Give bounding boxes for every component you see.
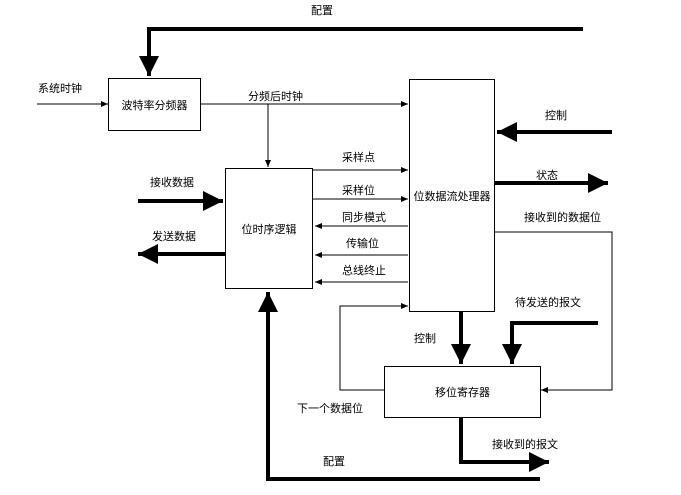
received-data-bit-label: 接收到的数据位 bbox=[524, 211, 601, 224]
status-out-label: 状态 bbox=[536, 169, 558, 182]
transmit-bit-label: 传输位 bbox=[346, 237, 379, 250]
config-bottom-label: 配置 bbox=[323, 455, 345, 468]
divided-clock-label: 分频后时钟 bbox=[248, 90, 303, 103]
sample-bit-label: 采样位 bbox=[342, 184, 375, 197]
sync-mode-label: 同步模式 bbox=[342, 211, 386, 224]
config-bottom-arrow bbox=[258, 292, 540, 481]
pending-message-label: 待发送的报文 bbox=[515, 296, 581, 309]
bitstream-processor-block: 位数据流处理器 bbox=[409, 79, 495, 312]
shift-register-block: 移位寄存器 bbox=[384, 366, 541, 418]
bit-timing-block: 位时序逻辑 bbox=[225, 168, 313, 289]
shift-register-label: 移位寄存器 bbox=[435, 386, 490, 399]
next-data-bit-arrow bbox=[339, 303, 408, 391]
bitstream-processor-label: 位数据流处理器 bbox=[413, 189, 491, 203]
receive-data-label: 接收数据 bbox=[150, 176, 194, 189]
control-shift-label: 控制 bbox=[414, 332, 436, 345]
config-top-label: 配置 bbox=[311, 4, 333, 17]
control-in-label: 控制 bbox=[545, 109, 567, 122]
system-clock-label: 系统时钟 bbox=[38, 82, 82, 95]
bit-timing-label: 位时序逻辑 bbox=[241, 222, 297, 236]
baud-divider-label: 波特率分频器 bbox=[121, 98, 188, 112]
received-message-label: 接收到的报文 bbox=[492, 438, 558, 451]
send-data-label: 发送数据 bbox=[152, 230, 196, 243]
pending-message-arrow bbox=[502, 321, 598, 364]
next-data-bit-label: 下一个数据位 bbox=[297, 402, 363, 415]
received-message-arrow bbox=[459, 418, 549, 472]
received-data-bit-arrow bbox=[495, 231, 613, 393]
sample-point-label: 采样点 bbox=[342, 151, 375, 164]
bus-terminate-label: 总线终止 bbox=[342, 264, 386, 277]
baud-divider-block: 波特率分频器 bbox=[108, 78, 201, 131]
config-top-arrow bbox=[139, 27, 583, 76]
